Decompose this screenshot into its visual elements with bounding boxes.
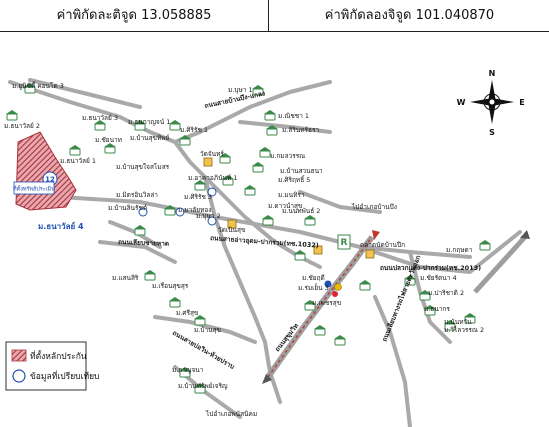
place-label: ม.ปาริชาติ 2 [428,289,464,297]
place-label: ม.ชัยนาท [95,136,122,144]
road-label-a: ถนนเลียบชายหาด [118,238,169,248]
road-east [358,230,522,274]
place-label: ม.นันทวัน [444,318,472,326]
place-label: ม.ศิริฤทธิ์ 5 [278,175,310,184]
compass-w: W [457,98,466,107]
place-label: ม.บ้านสุข [194,326,221,334]
map-legend: ที่ตั้งหลักประกัน ข้อมูลที่เปรียบเทียบ [5,341,99,391]
place-label: ม.ธนาวัลย์ 3 [82,114,118,122]
place-label: ม.แสนสิริ [112,274,139,282]
legend-circle-label: ข้อมูลที่เปรียบเทียบ [30,370,99,382]
place-label: ม.ชัยรัตนา 4 [420,274,457,282]
road-upper-arc [28,78,142,109]
place-label: ม.ศิริรัช 3 [184,193,212,201]
road-vertical [203,175,282,404]
place-label: ม.ร่มเย็น 3 [298,283,329,292]
place-label: ม.มนทิรา [278,191,305,199]
temple-labels: วัดจันทร์ วัดเนินสุข ตลาดนัดบ้านปึก [200,150,405,249]
place-label: ม.ชัยฤดี [302,274,325,282]
longitude-label: ค่าพิกัดลองจิจูด 101.040870 [324,8,495,23]
road-label-to-ban-bueng: ไปอำเภอบ้านบึง [351,203,397,211]
place-label: ม.เพชรสุข [312,299,341,307]
road-southwest [153,315,257,344]
place-label: ม.บ้านสุขทิพย์ [130,134,170,142]
subject-name: ม.ธนาวัลย์ 4 [38,221,84,231]
place-label: ม.ธนาวัลย์ 2 [4,122,40,130]
place-label: ม.เรือนสุขสุร [152,282,189,290]
place-label: ม.ณิชชา 1 [278,112,309,120]
place-label: ม.ธนากร [424,305,450,313]
road-to-northeast [298,190,382,214]
temple-label: วัดเนินสุข [218,226,245,234]
place-label: ม.นนทพันธ์ 2 [282,207,320,215]
place-label: ม.มาลัยทอง [178,206,211,214]
compass-rose: N S W E [457,69,525,137]
legend-circle-swatch [12,369,26,383]
legend-hatch-swatch [11,349,27,362]
compass-e: E [519,98,524,107]
place-label: ม.บ้านสวนธนา [280,167,323,175]
comparison-markers [138,187,217,226]
svg-text:R: R [341,238,348,248]
road-label-d: ถนนปลวกแดง-ปากร่วม(ทช.2013) [380,264,481,272]
place-label: ม.บุษา 2 [196,212,221,220]
road-west [98,240,177,264]
header-divider [268,0,269,31]
subject-property-area[interactable]: 12 ที่ตั้งทรัพย์ประเมิน ม.ธนาวัลย์ 4 [13,131,84,231]
subject-marker-number: 12 [45,176,55,184]
highway-sukhumvit [262,230,380,384]
road-northeast-diagonal [473,230,530,294]
place-label: ม.อาคาอภินันท์ 1 [188,174,237,182]
place-label: ม.ศรีสุข [176,309,198,317]
place-label: ม.ดาวนำสุข [268,202,302,210]
temple-markers: R [203,157,375,297]
compass-s: S [489,128,495,137]
road-label-to-phana: ไปอำเภอพนัสนิคม [205,410,257,418]
location-map[interactable]: 12 ที่ตั้งทรัพย์ประเมิน ม.ธนาวัลย์ 4 N S… [0,32,549,427]
road-northwest [8,80,177,144]
road-upper-right [238,120,332,134]
place-label: ม.วิไลวรรณ 2 [444,326,484,334]
temple-label: วัดจันทร์ [200,150,224,158]
place-label: ม.กมลวรรณ [270,152,305,160]
road-label-g: ถนนสายบ่อวิน-ห้วยปราบ [171,328,236,371]
place-label: ม.สิรินทร์ธรา [282,126,319,134]
market-label: ตลาดนัดบ้านปึก [360,241,405,249]
place-labels: ม.ยูนิซิตี้ คอนโด 3 ม.ธนาวัลย์ 2 ม.ธนาวั… [4,81,484,390]
road-southeast-rail [373,295,412,427]
compass-n: N [489,69,496,78]
road-right-branch [408,250,452,344]
place-label: ม.ศิริรัช 1 [180,126,208,134]
place-label: ม.บ้านสุขใจสโมสร [116,163,170,171]
place-label: ม.บุษา 1 [228,86,253,94]
place-label: ม.กฤษดา [446,246,473,254]
coordinate-header: ค่าพิกัดละติจูด 13.058885 ค่าพิกัดลองจิจ… [0,0,549,32]
latitude-label: ค่าพิกัดละติจูด 13.058885 [56,8,212,23]
place-label: ม.ยูนิซิตี้ คอนโด 3 [12,81,64,90]
place-label: ม.มิตรอินวิลล่า [116,191,158,199]
place-label: ม.กาญจนา [172,366,204,374]
subject-box-label: ที่ตั้งทรัพย์ประเมิน [13,185,56,193]
legend-hatch-label: ที่ตั้งหลักประกัน [30,350,87,362]
road-bann-bueng-kaeng [173,80,332,144]
place-label: ม.ธนาวัลย์ 1 [60,157,96,165]
place-label: ม.ธนกาญจน์ 1 [128,118,170,126]
place-label: ม.บ้านลินรัชต์ [108,204,147,212]
place-label: ม.บ้านทรัพย์เจริญ [178,382,228,390]
